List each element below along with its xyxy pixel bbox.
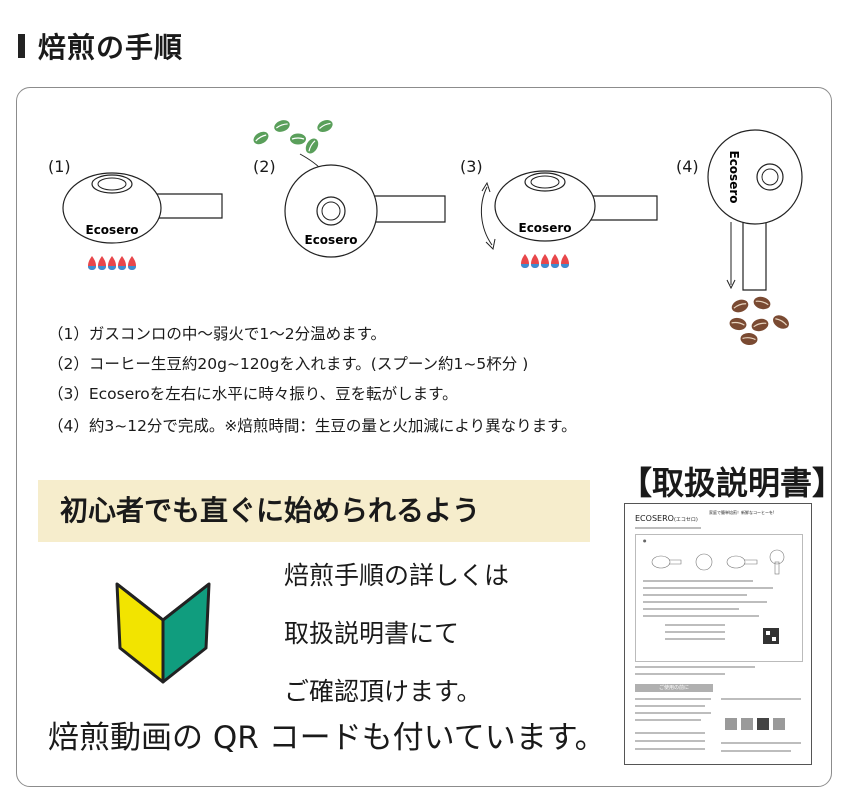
- step2-brand: Ecosero: [305, 233, 358, 247]
- manual-doc-subtitle: 家庭で簡単焙煎！新鮮なコーヒーを!: [709, 510, 775, 515]
- header-bar: [18, 34, 25, 58]
- manual-instructions-box: [635, 534, 803, 662]
- beginner-banner: 初心者でも直ぐに始められるよう: [38, 480, 590, 542]
- instruction-step-3: （3）Ecoseroを左右に水平に時々振り、豆を転がします。: [48, 385, 458, 403]
- manual-content-art: ●: [643, 538, 785, 644]
- step2-roaster: Ecosero: [284, 164, 446, 258]
- step3-roaster: Ecosero: [494, 170, 658, 242]
- content-card: [16, 87, 832, 787]
- step-number-4: (4): [676, 157, 699, 176]
- promo-line-1: 焙煎手順の詳しくは: [284, 561, 510, 590]
- step4-roasted-beans: [727, 294, 792, 347]
- svg-text:●: ●: [643, 538, 647, 543]
- step4-roaster: Ecosero: [707, 129, 803, 291]
- promo-line-2: 取扱説明書にて: [284, 619, 460, 648]
- step1-flames: [88, 256, 136, 270]
- qr-code-note: 焙煎動画の QR コードも付いています。: [48, 720, 606, 756]
- step-number-1: (1): [48, 157, 71, 176]
- step3-shake-arrow: [480, 186, 493, 246]
- step1-roaster: Ecosero: [62, 172, 223, 244]
- step-number-2: (2): [253, 157, 276, 176]
- instruction-step-4: （4）約3~12分で完成。※焙煎時間：生豆の量と火加減により異なります。: [48, 417, 577, 435]
- manual-notice-header: ご使用の前に: [635, 684, 713, 692]
- promo-line-3: ご確認頂けます。: [284, 677, 482, 706]
- step2-green-beans: [250, 117, 336, 157]
- step4-brand: Ecosero: [727, 151, 741, 204]
- step1-brand: Ecosero: [86, 223, 139, 237]
- manual-title: 【取扱説明書】: [620, 464, 845, 502]
- instruction-step-2: （2）コーヒー生豆約20g~120gを入れます。(スプーン約1~5杯分 ): [48, 355, 529, 373]
- page-title: 焙煎の手順: [38, 31, 184, 64]
- manual-thumbnail: ECOSERO(エコセロ) 家庭で簡単焙煎！新鮮なコーヒーを! ● ご使用の前に: [624, 503, 812, 765]
- step-number-3: (3): [460, 157, 483, 176]
- step3-flames: [521, 254, 569, 268]
- roasting-diagram: Ecosero Ecosero Ecosero Ecoser: [62, 117, 803, 347]
- instruction-step-1: （1）ガスコンロの中～弱火で1～2分温めます。: [48, 325, 387, 343]
- step3-brand: Ecosero: [519, 221, 572, 235]
- manual-doc-title: ECOSERO(エコセロ): [635, 514, 698, 523]
- beginner-mark-icon: [115, 582, 211, 684]
